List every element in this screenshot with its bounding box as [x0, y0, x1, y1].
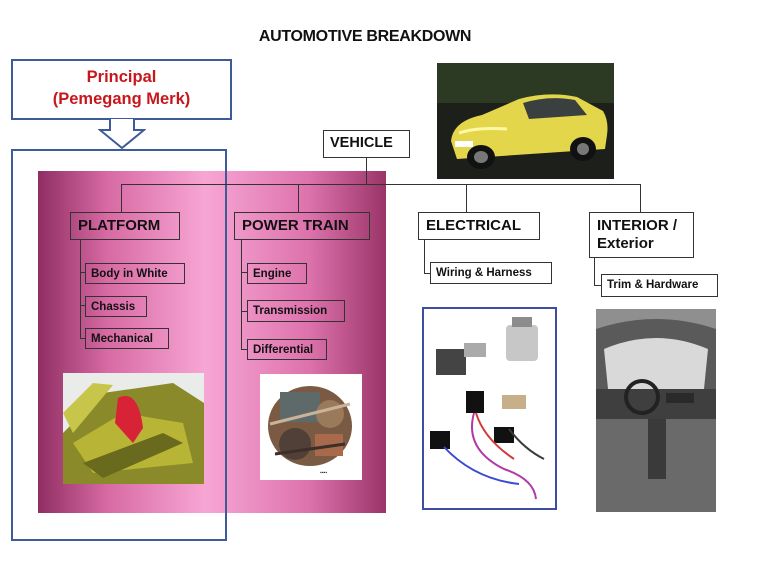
sub-differential: Differential — [247, 339, 327, 360]
down-arrow-icon — [98, 118, 146, 150]
svg-text:▪▪▪▪: ▪▪▪▪ — [320, 470, 327, 476]
connector-root — [366, 158, 367, 184]
connector-platform — [121, 184, 122, 212]
connector-powertrain — [298, 184, 299, 212]
principal-callout: Principal (Pemegang Merk) — [11, 59, 232, 120]
connector-interior — [640, 184, 641, 212]
interior-label: INTERIOR / — [597, 217, 678, 234]
connector-electrical — [466, 184, 467, 212]
principal-sublabel: (Pemegang Merk) — [52, 90, 191, 108]
connector-tick — [80, 338, 86, 339]
connector-interior-subs — [594, 258, 595, 286]
interior-photo — [596, 309, 716, 512]
engine-photo: ▪▪▪▪ — [260, 374, 362, 480]
powertrain-node: POWER TRAIN — [234, 212, 370, 240]
wiring-harness-photo — [422, 307, 557, 510]
sub-mechanical: Mechanical — [85, 328, 169, 349]
platform-node: PLATFORM — [70, 212, 180, 240]
sub-wiring-harness: Wiring & Harness — [430, 262, 552, 284]
vehicle-node: VEHICLE — [323, 130, 410, 158]
sub-body-in-white: Body in White — [85, 263, 185, 284]
connector-tick — [80, 305, 86, 306]
diagram-title: AUTOMOTIVE BREAKDOWN — [258, 28, 472, 45]
connector-tick — [241, 349, 247, 350]
electrical-node: ELECTRICAL — [418, 212, 540, 240]
exterior-label: Exterior — [597, 235, 654, 252]
sub-chassis: Chassis — [85, 296, 147, 317]
body-in-white-photo — [63, 373, 204, 484]
connector-platform-subs — [80, 240, 81, 338]
sub-engine: Engine — [247, 263, 307, 284]
car-photo — [437, 63, 614, 179]
connector-tick — [80, 272, 86, 273]
connector-horizontal — [121, 184, 641, 185]
connector-tick — [424, 273, 431, 274]
connector-electrical-subs — [424, 240, 425, 274]
connector-tick — [241, 272, 247, 273]
connector-tick — [594, 285, 602, 286]
principal-scope-outline — [11, 149, 227, 541]
connector-powertrain-subs — [241, 240, 242, 350]
sub-transmission: Transmission — [247, 300, 345, 322]
principal-label: Principal — [86, 68, 157, 86]
interior-exterior-node: INTERIOR / Exterior — [589, 212, 694, 258]
sub-trim-hardware: Trim & Hardware — [601, 274, 718, 297]
connector-tick — [241, 311, 247, 312]
